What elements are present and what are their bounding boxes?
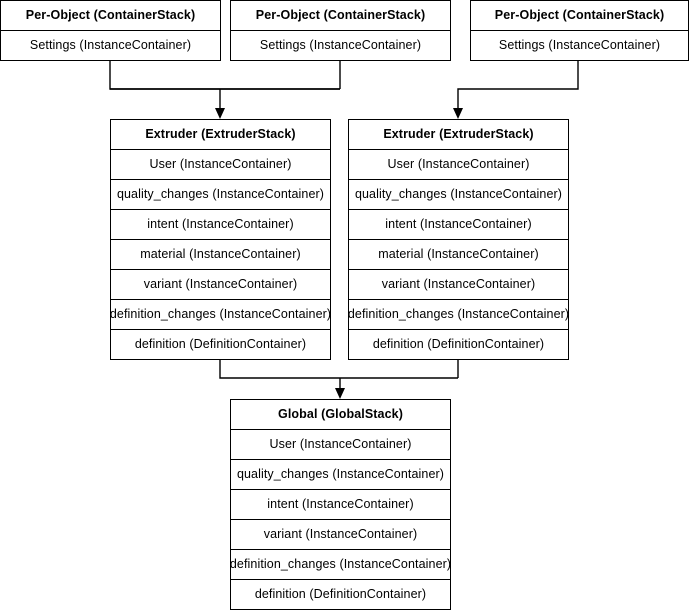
extruder-stack-1-row-definition: definition (DefinitionContainer) [134, 337, 307, 352]
global-stack-row-user: User (InstanceContainer) [231, 430, 450, 460]
connector-extruder-1-to-global [219, 360, 458, 379]
per-object-stack-2-header: Per-Object (ContainerStack) [231, 1, 450, 31]
global-stack-row-variant: variant (InstanceContainer) [231, 520, 450, 550]
extruder-stack-2-row-variant: variant (InstanceContainer) [349, 270, 568, 300]
extruder-stack-1-row-definition-changes: definition_changes (InstanceContainer) [110, 300, 331, 330]
extruder-stack-2-row-material: material (InstanceContainer) [349, 240, 568, 270]
global-stack-header: Global (GlobalStack) [231, 400, 450, 430]
extruder-stack-1-row-quality-changes: quality_changes (InstanceContainer) [111, 180, 330, 210]
extruder-stack-1[interactable]: Extruder (ExtruderStack) User (InstanceC… [110, 119, 331, 360]
extruder-stack-1-header: Extruder (ExtruderStack) [111, 120, 330, 150]
connector-per-object-3-to-extruder-2 [457, 61, 579, 113]
per-object-stack-3-row-settings: Settings (InstanceContainer) [498, 38, 661, 53]
extruder-stack-2[interactable]: Extruder (ExtruderStack) User (InstanceC… [348, 119, 569, 360]
extruder-stack-2-row-definition: definition (DefinitionContainer) [372, 337, 545, 352]
arrowhead-to-global [335, 388, 345, 399]
extruder-stack-1-row-user: User (InstanceContainer) [111, 150, 330, 180]
extruder-stack-2-header: Extruder (ExtruderStack) [349, 120, 568, 150]
per-object-stack-3[interactable]: Per-Object (ContainerStack) Settings (In… [470, 0, 689, 61]
global-stack-row-intent: intent (InstanceContainer) [231, 490, 450, 520]
extruder-stack-1-row-variant: variant (InstanceContainer) [111, 270, 330, 300]
global-stack[interactable]: Global (GlobalStack) User (InstanceConta… [230, 399, 451, 610]
arrowhead-to-extruder-2 [453, 108, 463, 119]
arrowhead-to-extruder-1 [215, 108, 225, 119]
extruder-stack-2-row-definition-changes: definition_changes (InstanceContainer) [348, 300, 569, 330]
global-stack-row-definition: definition (DefinitionContainer) [254, 587, 427, 602]
extruder-stack-2-row-quality-changes: quality_changes (InstanceContainer) [349, 180, 568, 210]
extruder-stack-2-row-intent: intent (InstanceContainer) [349, 210, 568, 240]
global-stack-row-quality-changes: quality_changes (InstanceContainer) [231, 460, 450, 490]
connector-per-object-1-to-extruder-1 [109, 61, 340, 90]
per-object-stack-1-row-settings: Settings (InstanceContainer) [29, 38, 192, 53]
extruder-stack-1-row-material: material (InstanceContainer) [111, 240, 330, 270]
per-object-stack-2-row-settings: Settings (InstanceContainer) [259, 38, 422, 53]
extruder-stack-2-row-user: User (InstanceContainer) [349, 150, 568, 180]
global-stack-row-definition-changes: definition_changes (InstanceContainer) [230, 550, 451, 580]
per-object-stack-1-header: Per-Object (ContainerStack) [1, 1, 220, 31]
extruder-stack-1-row-intent: intent (InstanceContainer) [111, 210, 330, 240]
per-object-stack-3-header: Per-Object (ContainerStack) [471, 1, 688, 31]
per-object-stack-2[interactable]: Per-Object (ContainerStack) Settings (In… [230, 0, 451, 61]
per-object-stack-1[interactable]: Per-Object (ContainerStack) Settings (In… [0, 0, 221, 61]
